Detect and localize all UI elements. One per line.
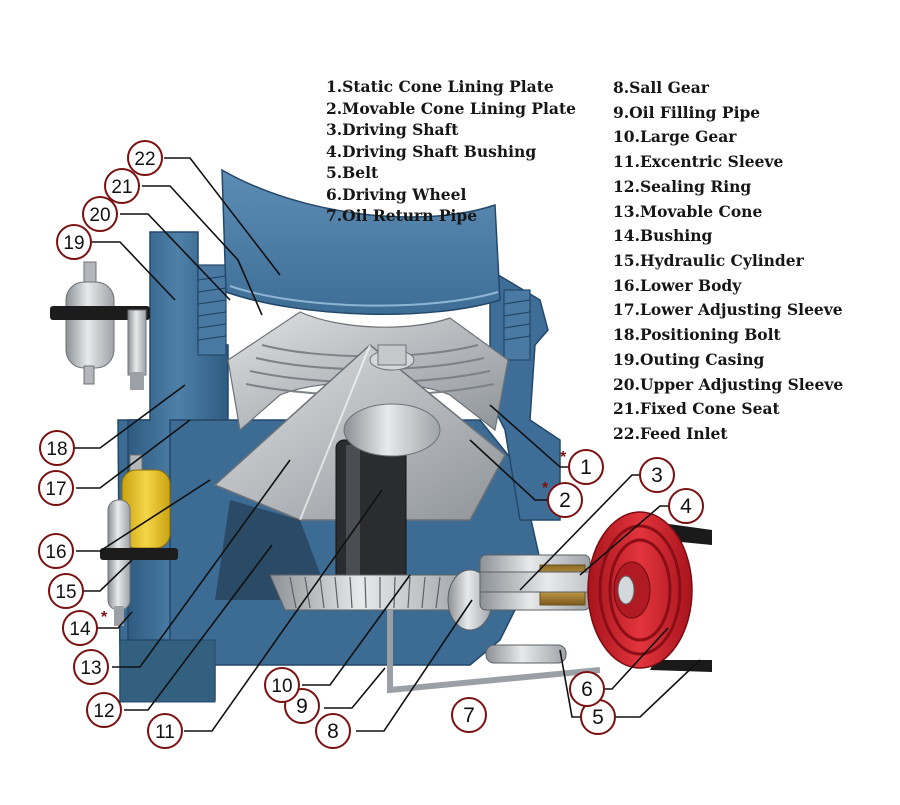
callout-number-13: 13 (80, 658, 101, 679)
callout-number-16: 16 (45, 542, 66, 563)
upper-accumulator (50, 261, 150, 390)
callout-number-21: 21 (111, 177, 132, 198)
legend-item: 19.Outing Casing (613, 349, 765, 369)
callout-number-18: 18 (46, 439, 67, 460)
callout-number-11: 11 (155, 722, 175, 743)
callout-number-14: 14 (69, 619, 91, 640)
legend-item: 12.Sealing Ring (613, 176, 752, 196)
callout-badge-13 (73, 649, 109, 685)
callout-badge-2 (547, 482, 583, 518)
legend-item: 5.Belt (326, 163, 379, 182)
bowl-rim-highlight (229, 285, 499, 307)
callout-badge-21 (104, 168, 140, 204)
legend-item: 18.Positioning Bolt (613, 325, 781, 345)
callout-badge-7 (451, 697, 487, 733)
legend-item: 6.Driving Wheel (326, 184, 467, 204)
legend-item: 2.Movable Cone Lining Plate (326, 98, 576, 118)
wear-part-asterisk-1: * (560, 449, 567, 466)
callout-badge-6 (569, 671, 605, 707)
callout-number-4: 4 (680, 495, 692, 518)
callout-number-9: 9 (296, 695, 308, 718)
callout-number-22: 22 (134, 149, 155, 170)
legend-item: 10.Large Gear (613, 127, 737, 147)
legend-item: 8.Sall Gear (613, 78, 709, 97)
callout-number-17: 17 (45, 479, 66, 500)
legend-item: 1.Static Cone Lining Plate (326, 77, 554, 96)
legend-column-right: 8.Sall Gear 9.Oil Filling Pipe 10.Large … (613, 76, 843, 447)
oil-return-pipe (387, 610, 601, 694)
legend-item: 14.Bushing (613, 226, 713, 246)
callout-number-8: 8 (327, 720, 339, 743)
legend-item: 16.Lower Body (613, 275, 742, 295)
callout-badge-14 (62, 610, 98, 646)
wear-part-asterisk-2: * (542, 480, 549, 497)
callout-badge-20 (82, 196, 118, 232)
legend-item: 7.Oil Return Pipe (326, 206, 478, 225)
callout-number-19: 19 (63, 233, 84, 254)
callout-badge-12 (86, 692, 122, 728)
legend-column-left: 1.Static Cone Lining Plate 2.Movable Con… (326, 76, 576, 227)
legend-item: 13.Movable Cone (613, 201, 763, 221)
legend-item: 20.Upper Adjusting Sleeve (613, 374, 844, 394)
callout-badge-8 (315, 713, 351, 749)
callout-badge-16 (38, 533, 74, 569)
callout-number-7: 7 (463, 704, 475, 727)
adjusting-sleeve-threads (197, 264, 531, 361)
legend-item: 22.Feed Inlet (613, 424, 728, 444)
wear-part-asterisk-14: * (101, 609, 108, 626)
callout-badge-10 (264, 667, 300, 703)
legend-item: 9.Oil Filling Pipe (613, 102, 761, 122)
callout-number-3: 3 (651, 464, 663, 487)
callout-badge-19 (56, 224, 92, 260)
callout-badge-15 (48, 573, 84, 609)
legend-item: 4.Driving Shaft Bushing (326, 141, 537, 161)
callout-number-1: 1 (580, 456, 592, 479)
hydraulic-cylinder-assembly (100, 454, 178, 626)
callout-badge-17 (38, 470, 74, 506)
callout-number-15: 15 (55, 582, 76, 603)
callout-number-10: 10 (271, 676, 292, 697)
callout-number-6: 6 (581, 678, 593, 701)
callout-badge-1 (568, 449, 604, 485)
callout-badge-22 (127, 140, 163, 176)
callout-badge-4 (668, 488, 704, 524)
callout-badge-3 (639, 457, 675, 493)
feed-inlet-bowl (221, 168, 501, 315)
callout-badge-11 (147, 713, 183, 749)
legend-item: 11.Excentric Sleeve (613, 152, 784, 172)
legend-item: 15.Hydraulic Cylinder (613, 251, 804, 271)
legend-item: 17.Lower Adjusting Sleeve (613, 300, 843, 320)
base-foot-left (119, 639, 216, 703)
callout-number-20: 20 (89, 205, 110, 226)
callout-number-5: 5 (592, 706, 604, 729)
crusher-body (117, 168, 631, 703)
callout-number-2: 2 (559, 489, 571, 512)
callout-badge-18 (39, 430, 75, 466)
legend-item: 21.Fixed Cone Seat (613, 399, 780, 419)
callout-number-12: 12 (93, 701, 114, 722)
legend-item: 3.Driving Shaft (326, 120, 459, 139)
cone-head (343, 403, 441, 457)
